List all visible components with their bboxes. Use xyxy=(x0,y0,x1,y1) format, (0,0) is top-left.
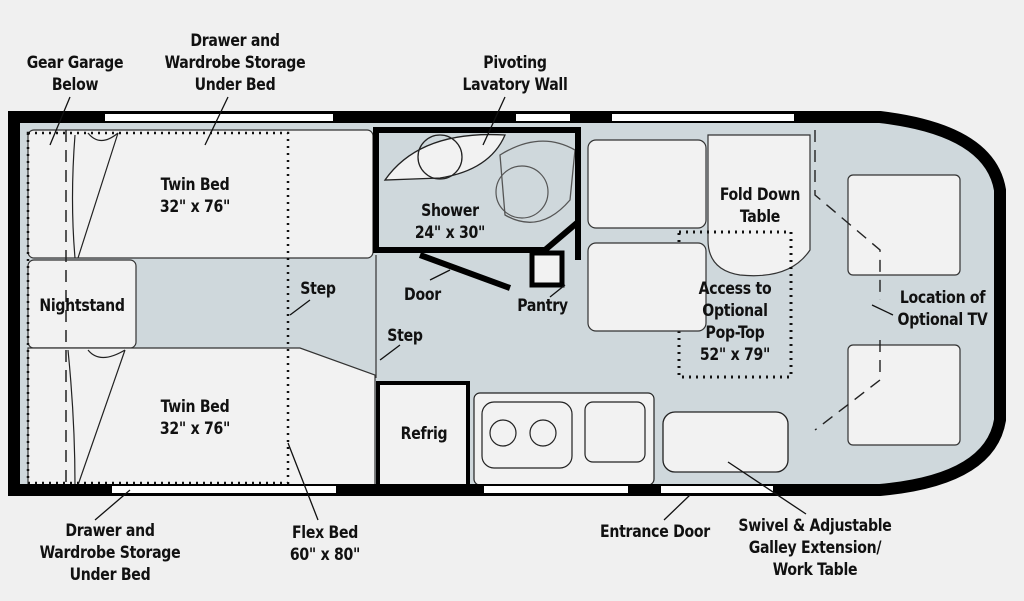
label-fold-down-table: Fold Down Table xyxy=(719,185,801,227)
lavatory-sink xyxy=(383,133,506,181)
driver-seat xyxy=(847,174,961,276)
label-optional-tv: Location of Optional TV xyxy=(897,288,988,330)
label-step-rear: Step xyxy=(300,279,336,299)
label-twin-bed-bottom: Twin Bed 32" x 76" xyxy=(159,397,231,439)
pantry-box xyxy=(529,250,565,288)
label-pantry: Pantry xyxy=(517,296,568,316)
dinette xyxy=(587,130,961,446)
leader-lines xyxy=(49,96,894,521)
exterior-wall xyxy=(8,111,1006,496)
label-refrig: Refrig xyxy=(400,424,448,444)
label-drawer-storage-bottom: Drawer and Wardrobe Storage Under Bed xyxy=(39,521,181,585)
label-galley-extension: Swivel & Adjustable Galley Extension/ Wo… xyxy=(738,516,892,580)
tv-dash-line xyxy=(814,130,881,431)
window-bath xyxy=(516,114,570,121)
label-pivoting-lavatory: Pivoting Lavatory Wall xyxy=(462,53,568,95)
burner-2 xyxy=(529,419,557,447)
label-pop-top: Access to Optional Pop-Top 52" x 79" xyxy=(698,279,772,365)
rear-seat-1 xyxy=(587,139,707,229)
pillow-bottom xyxy=(67,349,126,486)
window-rear-bottom xyxy=(112,486,336,493)
window-rear-top xyxy=(105,114,333,121)
passenger-seat xyxy=(847,344,961,446)
counter xyxy=(473,392,655,486)
rear-seat-2 xyxy=(587,242,707,332)
bathroom xyxy=(373,127,581,291)
galley-sink xyxy=(584,401,646,463)
window-dinette xyxy=(612,114,794,121)
work-table xyxy=(662,411,789,473)
pillow-top xyxy=(71,132,119,259)
window-galley xyxy=(484,486,628,493)
label-door: Door xyxy=(404,285,441,305)
bath-door xyxy=(418,252,512,291)
label-entrance-door: Entrance Door xyxy=(600,522,710,542)
label-nightstand: Nightstand xyxy=(39,296,125,316)
label-twin-bed-top: Twin Bed 32" x 76" xyxy=(159,175,231,217)
label-shower: Shower 24" x 30" xyxy=(414,201,486,243)
toilet xyxy=(499,140,576,223)
burner-1 xyxy=(489,419,517,447)
label-step-front: Step xyxy=(387,326,423,346)
fold-down-table xyxy=(707,134,811,277)
rear-bed-area xyxy=(26,129,376,486)
label-drawer-storage-top: Drawer and Wardrobe Storage Under Bed xyxy=(164,31,306,95)
label-gear-garage: Gear Garage Below xyxy=(26,53,124,95)
entrance-door-opening xyxy=(661,486,773,493)
flex-bed-outline xyxy=(26,131,290,485)
label-flex-bed: Flex Bed 60" x 80" xyxy=(289,523,361,565)
